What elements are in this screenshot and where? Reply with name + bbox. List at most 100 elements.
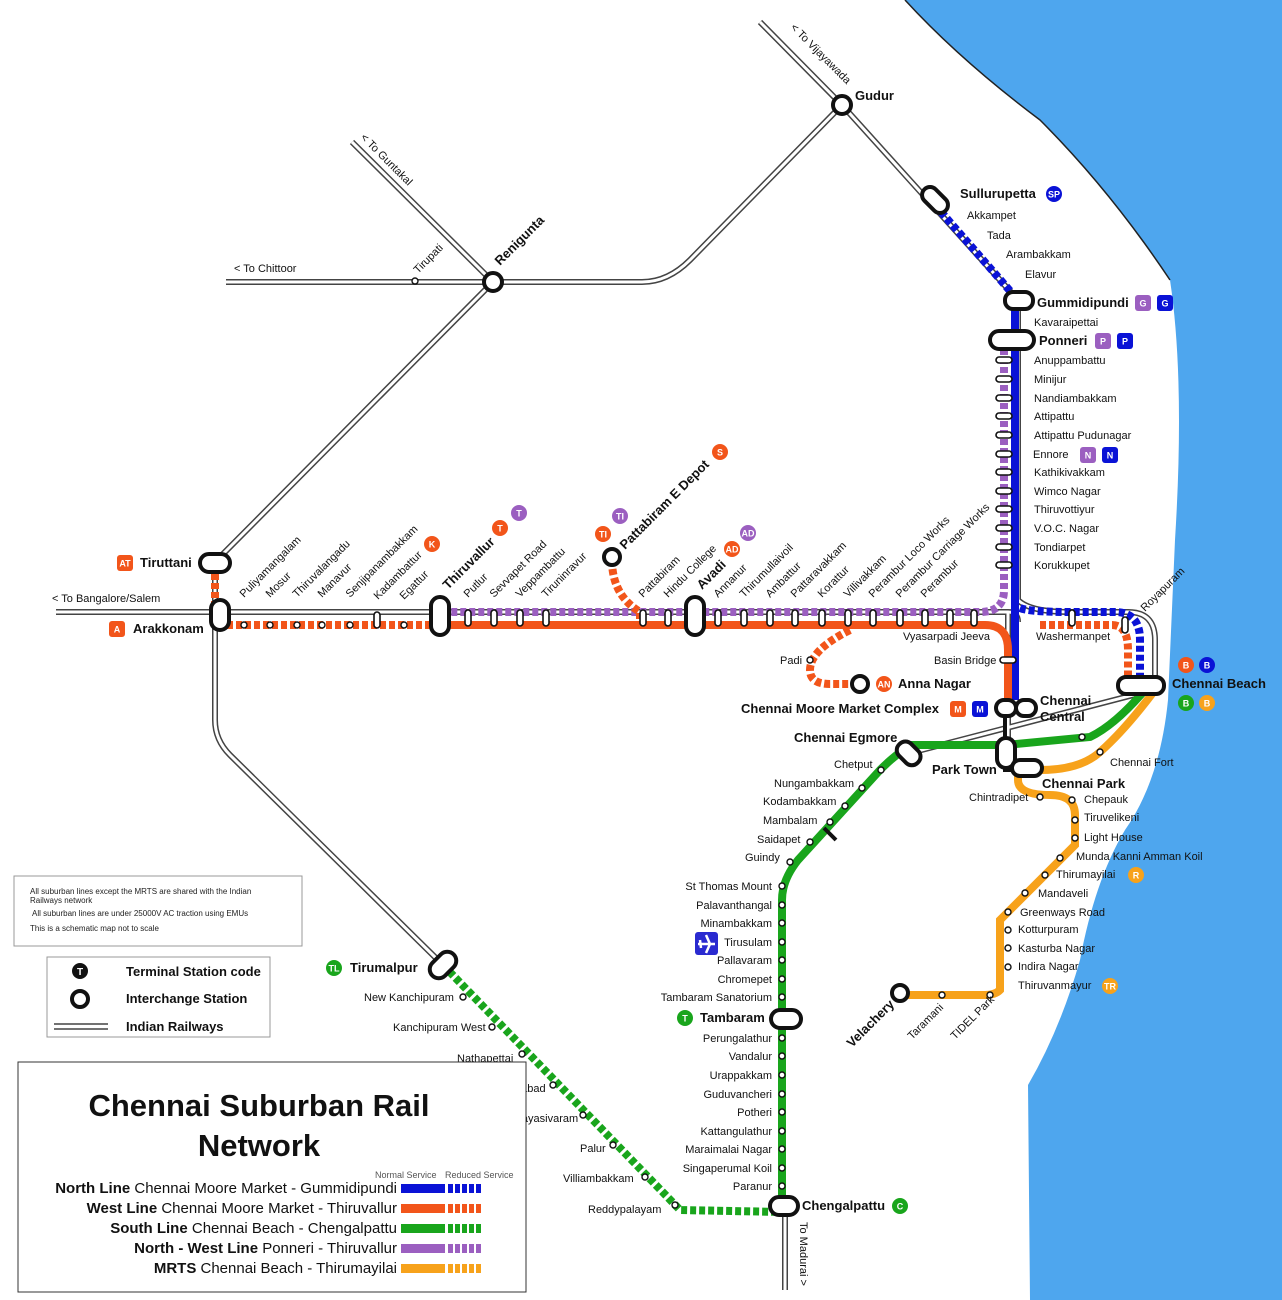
arakkonam-station[interactable] — [209, 598, 231, 632]
station-marker[interactable] — [778, 1127, 786, 1135]
station-marker[interactable] — [488, 1023, 496, 1031]
station-marker[interactable] — [995, 412, 1013, 420]
station-marker[interactable] — [778, 901, 786, 909]
station-marker[interactable] — [411, 277, 419, 285]
station-marker[interactable] — [400, 621, 408, 629]
station-marker[interactable] — [373, 611, 381, 629]
station-marker[interactable] — [740, 609, 748, 627]
station-marker[interactable] — [1004, 908, 1012, 916]
station-marker[interactable] — [995, 431, 1013, 439]
tambaram-station[interactable] — [769, 1008, 803, 1030]
pattabiram-depot-station[interactable] — [602, 547, 622, 567]
station-marker[interactable] — [938, 991, 946, 999]
station-marker[interactable] — [778, 1052, 786, 1060]
station-marker[interactable] — [841, 802, 849, 810]
station-marker[interactable] — [806, 656, 814, 664]
station-marker[interactable] — [1021, 889, 1029, 897]
station-marker[interactable] — [999, 656, 1017, 664]
station-marker[interactable] — [293, 621, 301, 629]
station-marker[interactable] — [778, 919, 786, 927]
station-marker[interactable] — [995, 450, 1013, 458]
station-marker[interactable] — [518, 1050, 526, 1058]
station-marker[interactable] — [1004, 963, 1012, 971]
station-marker[interactable] — [778, 1108, 786, 1116]
station-marker[interactable] — [877, 766, 885, 774]
station-marker[interactable] — [896, 609, 904, 627]
station-marker[interactable] — [1096, 748, 1104, 756]
station-marker[interactable] — [995, 394, 1013, 402]
station-marker[interactable] — [946, 609, 954, 627]
station-marker[interactable] — [639, 609, 647, 627]
station-marker[interactable] — [714, 609, 722, 627]
station-marker[interactable] — [826, 818, 834, 826]
station-marker[interactable] — [542, 609, 550, 627]
station-marker[interactable] — [995, 505, 1013, 513]
chennai-egmore-station[interactable] — [893, 738, 923, 768]
tirumalpur-station[interactable] — [426, 948, 460, 982]
station-marker[interactable] — [778, 1090, 786, 1098]
station-marker[interactable] — [516, 609, 524, 627]
station-marker[interactable] — [858, 784, 866, 792]
station-marker[interactable] — [995, 487, 1013, 495]
sullurupetta-station[interactable] — [919, 184, 952, 217]
station-marker[interactable] — [778, 956, 786, 964]
station-marker[interactable] — [995, 375, 1013, 383]
station-marker[interactable] — [641, 1173, 649, 1181]
station-marker[interactable] — [1071, 816, 1079, 824]
station-marker[interactable] — [806, 838, 814, 846]
station-marker[interactable] — [266, 621, 274, 629]
station-marker[interactable] — [995, 468, 1013, 476]
station-marker[interactable] — [346, 621, 354, 629]
station-marker[interactable] — [818, 609, 826, 627]
station-marker[interactable] — [664, 609, 672, 627]
tiruttani-station[interactable] — [198, 552, 232, 574]
station-marker[interactable] — [1068, 609, 1076, 627]
station-marker[interactable] — [995, 543, 1013, 551]
station-marker[interactable] — [1078, 733, 1086, 741]
station-marker[interactable] — [995, 561, 1013, 569]
velachery-station[interactable] — [890, 983, 910, 1003]
station-marker[interactable] — [778, 938, 786, 946]
station-marker[interactable] — [844, 609, 852, 627]
station-marker[interactable] — [995, 356, 1013, 364]
station-marker[interactable] — [986, 991, 994, 999]
station-marker[interactable] — [1036, 793, 1044, 801]
ponneri-station[interactable] — [988, 329, 1036, 351]
station-marker[interactable] — [921, 609, 929, 627]
station-marker[interactable] — [490, 609, 498, 627]
station-marker[interactable] — [778, 882, 786, 890]
station-marker[interactable] — [1041, 871, 1049, 879]
station-marker[interactable] — [786, 858, 794, 866]
anna-nagar-station[interactable] — [850, 674, 870, 694]
station-marker[interactable] — [579, 1111, 587, 1119]
station-marker[interactable] — [318, 621, 326, 629]
station-marker[interactable] — [778, 1071, 786, 1079]
station-marker[interactable] — [778, 993, 786, 1001]
station-marker[interactable] — [869, 609, 877, 627]
station-marker[interactable] — [549, 1081, 557, 1089]
thiruvallur-station[interactable] — [429, 595, 451, 637]
station-marker[interactable] — [778, 1145, 786, 1153]
station-marker[interactable] — [1004, 926, 1012, 934]
station-marker[interactable] — [778, 1034, 786, 1042]
station-marker[interactable] — [1004, 944, 1012, 952]
station-marker[interactable] — [1071, 834, 1079, 842]
station-marker[interactable] — [464, 609, 472, 627]
station-marker[interactable] — [459, 993, 467, 1001]
gummidipundi-station[interactable] — [1003, 290, 1035, 311]
station-marker[interactable] — [1056, 854, 1064, 862]
station-marker[interactable] — [766, 609, 774, 627]
renigunta-station[interactable] — [482, 271, 504, 293]
station-marker[interactable] — [995, 524, 1013, 532]
station-marker[interactable] — [791, 609, 799, 627]
station-marker[interactable] — [778, 1164, 786, 1172]
station-marker[interactable] — [778, 975, 786, 983]
station-marker[interactable] — [778, 1182, 786, 1190]
chennai-beach-station[interactable] — [1116, 675, 1166, 696]
station-marker[interactable] — [1068, 796, 1076, 804]
station-marker[interactable] — [970, 609, 978, 627]
station-marker[interactable] — [671, 1201, 679, 1209]
avadi-station[interactable] — [684, 595, 706, 637]
station-marker[interactable] — [609, 1141, 617, 1149]
chengalpattu-station[interactable] — [768, 1195, 800, 1217]
